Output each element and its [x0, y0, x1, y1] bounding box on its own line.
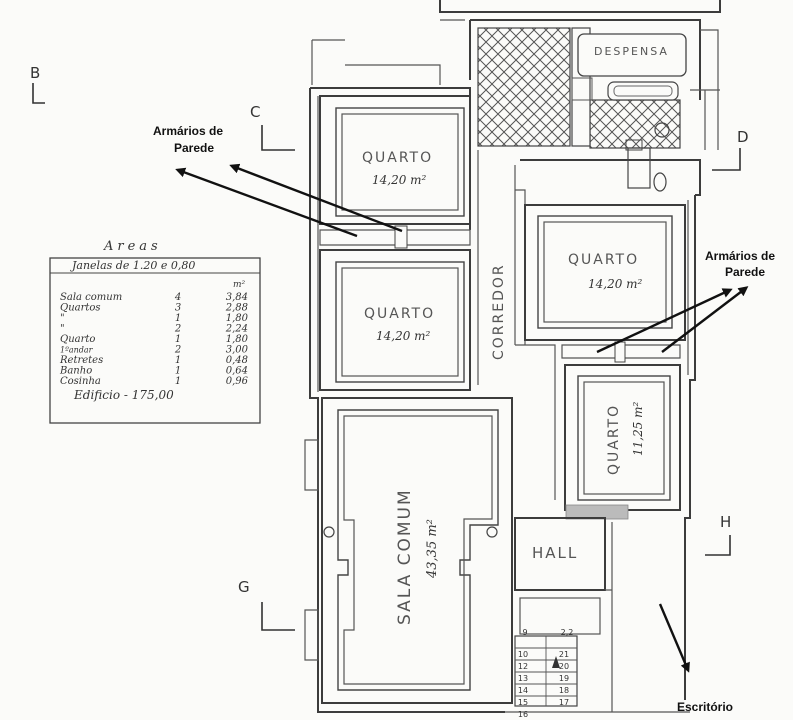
room-label-despensa: DESPENSA — [594, 45, 669, 58]
areas-table-unit: m² — [233, 280, 246, 290]
stair-step-number: 20 — [559, 662, 569, 671]
areas-row-label: Sala comum — [60, 292, 122, 303]
annotation-escritorio: Escritório — [677, 700, 733, 714]
areas-table-subtitle: Janelas de 1.20 e 0,80 — [70, 259, 195, 272]
room-label-quarto-right: QUARTO — [568, 252, 639, 268]
section-marker-b — [32, 83, 45, 104]
areas-row-value: 2,88 — [225, 303, 248, 314]
room-area-quarto-top-left: 14,20 m² — [372, 173, 427, 187]
hall-area — [514, 517, 613, 712]
room-label-hall: HALL — [532, 544, 578, 562]
areas-row-value: 1,80 — [226, 313, 249, 324]
room-area-quarto-right: 14,20 m² — [588, 277, 643, 291]
areas-row-value: 0,96 — [226, 376, 249, 387]
stair-step-number: 17 — [559, 698, 569, 707]
stair-step-number: 9 — [522, 628, 527, 637]
room-quarto-small — [564, 364, 681, 520]
room-area-quarto-small: 11,25 m² — [631, 401, 645, 456]
areas-row-qty: 4 — [174, 292, 181, 303]
stair-step-number: 16 — [518, 710, 528, 719]
areas-row-value: 2,24 — [225, 324, 248, 335]
stair-step-number: 15 — [518, 698, 528, 707]
annotation-armarios-right-2: Parede — [725, 265, 765, 279]
outer-walls — [309, 0, 721, 713]
areas-row-qty: 2 — [174, 345, 181, 356]
stair-step-number: 19 — [559, 674, 569, 683]
areas-row-label: 1ºandar — [60, 346, 94, 355]
section-label-b: B — [30, 64, 40, 82]
areas-row-value: 3,00 — [226, 345, 249, 356]
areas-row-qty: 1 — [175, 376, 181, 387]
section-marker-d — [712, 148, 741, 171]
stair-step-number: 14 — [518, 686, 528, 695]
areas-row-qty: 1 — [175, 366, 181, 377]
room-area-quarto-mid-left: 14,20 m² — [376, 329, 431, 343]
areas-row-qty: 1 — [175, 355, 181, 366]
areas-row-qty: 1 — [175, 334, 181, 345]
staircase: 9 2,2 10 21 12 20 13 19 14 18 15 17 16 — [514, 628, 578, 719]
annotation-arrows — [175, 163, 749, 673]
areas-row-label: Retretes — [59, 355, 103, 366]
annotation-armarios-left-1: Armários de — [153, 124, 223, 138]
room-area-sala-comum: 43,35 m² — [425, 519, 440, 579]
areas-row-value: 0,64 — [226, 366, 248, 377]
room-sala-comum — [304, 397, 513, 704]
section-marker-g — [261, 602, 295, 631]
room-label-quarto-small: QUARTO — [606, 404, 622, 475]
areas-row-label: Quartos — [60, 303, 101, 314]
stair-step-number: 18 — [559, 686, 569, 695]
room-label-corredor: CORREDOR — [491, 263, 507, 360]
annotation-armarios-left-2: Parede — [174, 141, 214, 155]
areas-row-value: 3,84 — [226, 292, 248, 303]
areas-row-qty: 3 — [175, 303, 181, 314]
areas-row-value: 0,48 — [226, 355, 248, 366]
stair-step-number: 2,2 — [561, 628, 574, 637]
areas-table-title: Areas — [103, 239, 162, 254]
section-label-d: D — [737, 128, 749, 146]
areas-row-qty: 2 — [174, 324, 181, 335]
section-marker-h — [705, 535, 731, 556]
section-label-c: C — [250, 103, 260, 121]
areas-row-value: 1,80 — [226, 334, 249, 345]
section-marker-c — [261, 125, 295, 151]
room-quarto-right — [524, 204, 686, 363]
room-label-quarto-top-left: QUARTO — [362, 150, 433, 166]
kitchen-bath-area — [477, 27, 687, 192]
room-quarto-mid-left — [319, 249, 471, 391]
annotation-armarios-right-1: Armários de — [705, 249, 775, 263]
stair-step-number: 13 — [518, 674, 528, 683]
areas-row-label: Quarto — [60, 334, 95, 345]
areas-row-label: Banho — [59, 366, 92, 377]
room-quarto-top-left — [319, 95, 471, 249]
stair-step-number: 21 — [559, 650, 569, 659]
stair-step-number: 12 — [518, 662, 528, 671]
room-label-sala-comum: SALA COMUM — [395, 488, 415, 625]
areas-row-label: " — [60, 324, 65, 335]
areas-table — [49, 257, 261, 424]
areas-row-qty: 1 — [175, 313, 181, 324]
section-label-g: G — [238, 578, 250, 596]
section-label-h: H — [720, 513, 731, 531]
corridor — [477, 150, 556, 500]
stair-step-number: 10 — [518, 650, 528, 659]
areas-row-label: Cosinha — [60, 376, 101, 387]
areas-table-total: Edificio - 175,00 — [73, 388, 174, 402]
areas-row-label: " — [60, 313, 65, 324]
room-label-quarto-mid-left: QUARTO — [364, 306, 435, 322]
